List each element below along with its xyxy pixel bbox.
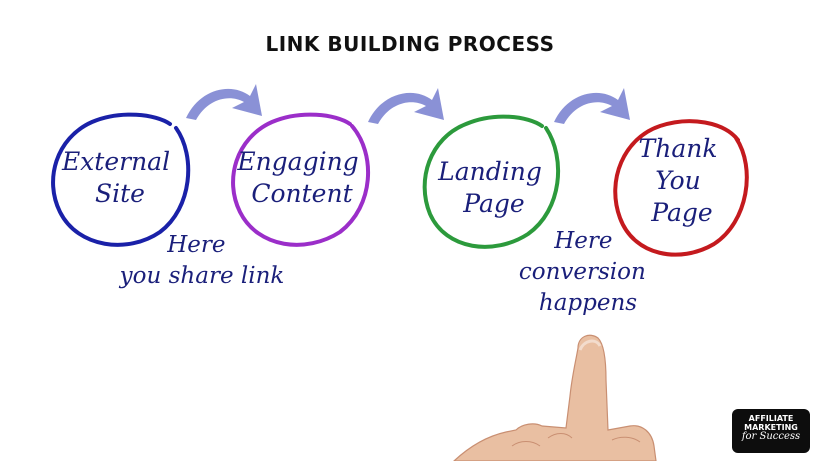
step-label-2-line-2: Content	[251, 179, 353, 208]
step-landing-page: Landing Page	[422, 114, 561, 249]
step-engaging-content: Engaging Content	[231, 112, 371, 247]
arrow-3-icon	[554, 88, 630, 124]
note-share-link: Here you share link	[119, 232, 285, 289]
step-label-4-line-1: Thank	[639, 134, 718, 163]
step-label-2-line-1: Engaging	[236, 147, 358, 176]
step-external-site: External Site	[51, 112, 191, 247]
note-conversion-line-2: conversion	[519, 259, 646, 285]
step-label-2: Engaging Content	[236, 147, 366, 208]
step-circle-4	[613, 119, 749, 257]
note-share-link-line-2: you share link	[119, 263, 285, 289]
step-label-4-line-2: You	[655, 166, 700, 195]
step-label-3: Landing Page	[437, 157, 550, 218]
step-label-1-line-1: External	[61, 147, 170, 176]
step-circle-1	[51, 112, 191, 247]
step-circle-3	[422, 114, 561, 249]
step-label-4: Thank You Page	[639, 134, 726, 227]
step-thank-you-page: Thank You Page	[613, 119, 749, 257]
step-label-3-line-1: Landing	[437, 157, 542, 186]
arrow-2-icon	[368, 88, 444, 124]
arrow-1-icon	[186, 84, 262, 120]
note-conversion-line-3: happens	[539, 290, 637, 316]
logo-line-1: AFFILIATE	[748, 414, 794, 423]
arrows	[186, 84, 630, 124]
logo-line-2: MARKETING	[744, 423, 798, 432]
pointing-hand-icon	[453, 334, 657, 461]
step-label-1-line-2: Site	[95, 179, 145, 208]
step-label-3-line-2: Page	[462, 189, 524, 218]
step-label-1: External Site	[61, 147, 178, 208]
note-conversion: Here conversion happens	[519, 228, 653, 316]
note-conversion-line-1: Here	[553, 228, 612, 254]
brand-logo: AFFILIATE MARKETING for Success	[732, 409, 810, 453]
note-share-link-line-1: Here	[166, 232, 225, 258]
step-circle-2	[231, 112, 371, 247]
diagram-title: LINK BUILDING PROCESS	[265, 32, 555, 56]
step-label-4-line-3: Page	[650, 198, 712, 227]
logo-line-3: for Success	[741, 431, 801, 442]
